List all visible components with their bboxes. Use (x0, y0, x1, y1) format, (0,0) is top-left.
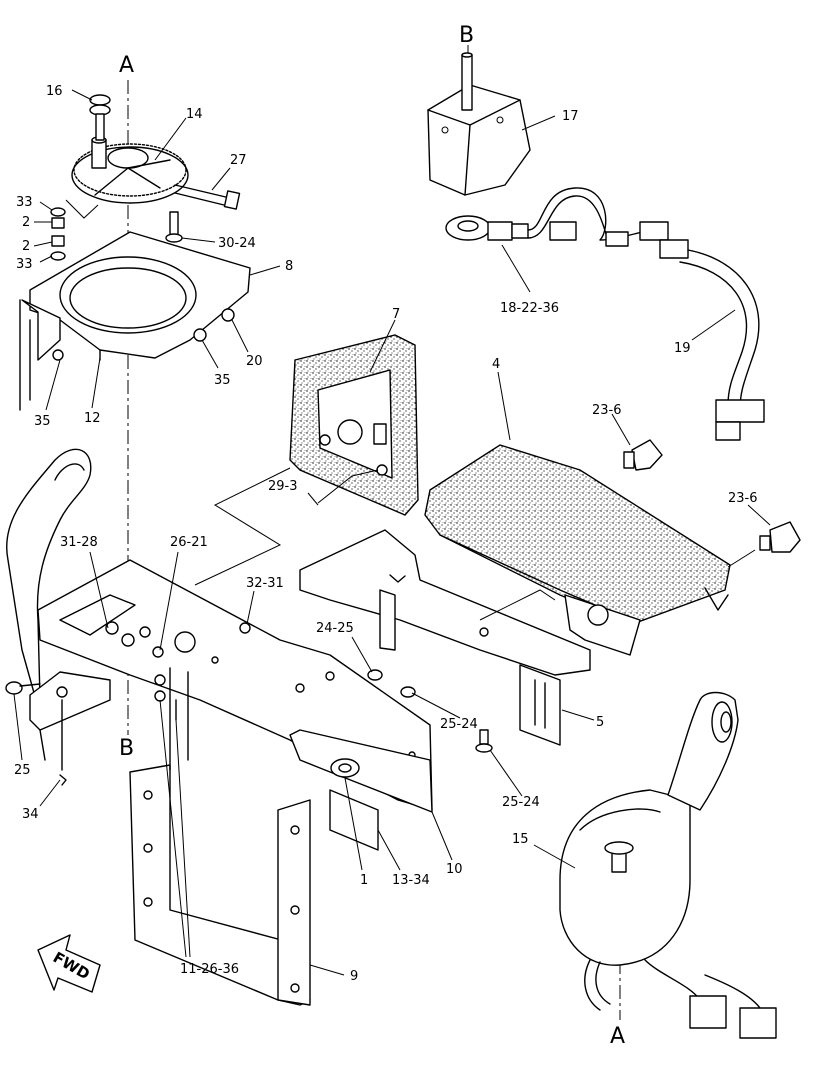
bolt-27 (174, 184, 241, 210)
callout-23-6-upper: 23-6 (592, 403, 622, 418)
callout-24-25: 24-25 (316, 621, 354, 636)
callout-34: 34 (22, 807, 39, 822)
handle-rail (6, 448, 92, 701)
callout-26-21: 26-21 (170, 535, 208, 550)
bolt-25-24-vertical (475, 729, 493, 753)
callout-33-upper: 33 (16, 195, 33, 210)
callout-17: 17 (562, 109, 579, 124)
bracket-8 (19, 231, 251, 411)
callout-25-24-lower: 25-24 (502, 795, 540, 810)
callout-8: 8 (285, 259, 293, 274)
section-letter-b-mid: B (119, 736, 134, 761)
callout-5: 5 (596, 715, 604, 730)
knob-23-6-upper (623, 439, 663, 471)
callout-11-26-36: 11-26-36 (180, 962, 239, 977)
callout-35-right: 35 (214, 373, 231, 388)
armrest-pad-4 (424, 444, 731, 656)
bolts-11-26-36 (154, 674, 177, 721)
callout-1: 1 (360, 873, 368, 888)
callout-29-3: 29-3 (268, 479, 298, 494)
callout-14: 14 (186, 107, 203, 122)
section-letter-b-top: B (459, 23, 474, 48)
callout-19: 19 (674, 341, 691, 356)
callout-31-28: 31-28 (60, 535, 98, 550)
callout-labels: 16 14 27 33 2 2 33 30-24 8 20 35 35 12 1… (14, 84, 758, 984)
foam-gasket-7 (289, 334, 419, 516)
callout-27: 27 (230, 153, 247, 168)
motor-17 (427, 52, 531, 196)
callout-18-22-36: 18-22-36 (500, 301, 559, 316)
callout-32-31: 32-31 (246, 576, 284, 591)
callout-9: 9 (350, 969, 358, 984)
fwd-direction-arrow: FWD (37, 934, 101, 993)
support-plate-9 (129, 667, 311, 1006)
callout-16: 16 (46, 84, 63, 99)
callout-25: 25 (14, 763, 31, 778)
callout-33-lower: 33 (16, 257, 33, 272)
clip-34 (59, 774, 67, 786)
bracket-5 (299, 529, 591, 746)
section-letter-a-top: A (119, 53, 134, 78)
nut-16 (89, 94, 111, 141)
callout-15: 15 (512, 832, 529, 847)
callout-20: 20 (246, 354, 263, 369)
callout-25-24-upper: 25-24 (440, 717, 478, 732)
callout-7: 7 (392, 307, 400, 322)
harness-19 (527, 187, 765, 441)
callout-10: 10 (446, 862, 463, 877)
gear-assembly (71, 136, 189, 204)
callout-35-left: 35 (34, 414, 51, 429)
bolt-24-25 (367, 669, 416, 698)
joystick-15 (559, 691, 777, 1039)
callout-2-lower: 2 (22, 239, 30, 254)
callout-2-upper: 2 (22, 215, 30, 230)
section-letter-a-bottom: A (610, 1024, 625, 1049)
bolt-30-24 (165, 211, 183, 243)
switch-18-22-36 (445, 215, 529, 241)
callout-4: 4 (492, 357, 500, 372)
clamp-1 (330, 758, 360, 778)
callout-12: 12 (84, 411, 101, 426)
leader-lines (13, 89, 771, 976)
callout-30-24: 30-24 (218, 236, 256, 251)
knob-23-6-lower (759, 521, 801, 553)
washers-2-33 (50, 199, 99, 261)
callout-13-34: 13-34 (392, 873, 430, 888)
panel-10 (289, 729, 433, 851)
callout-23-6-lower: 23-6 (728, 491, 758, 506)
